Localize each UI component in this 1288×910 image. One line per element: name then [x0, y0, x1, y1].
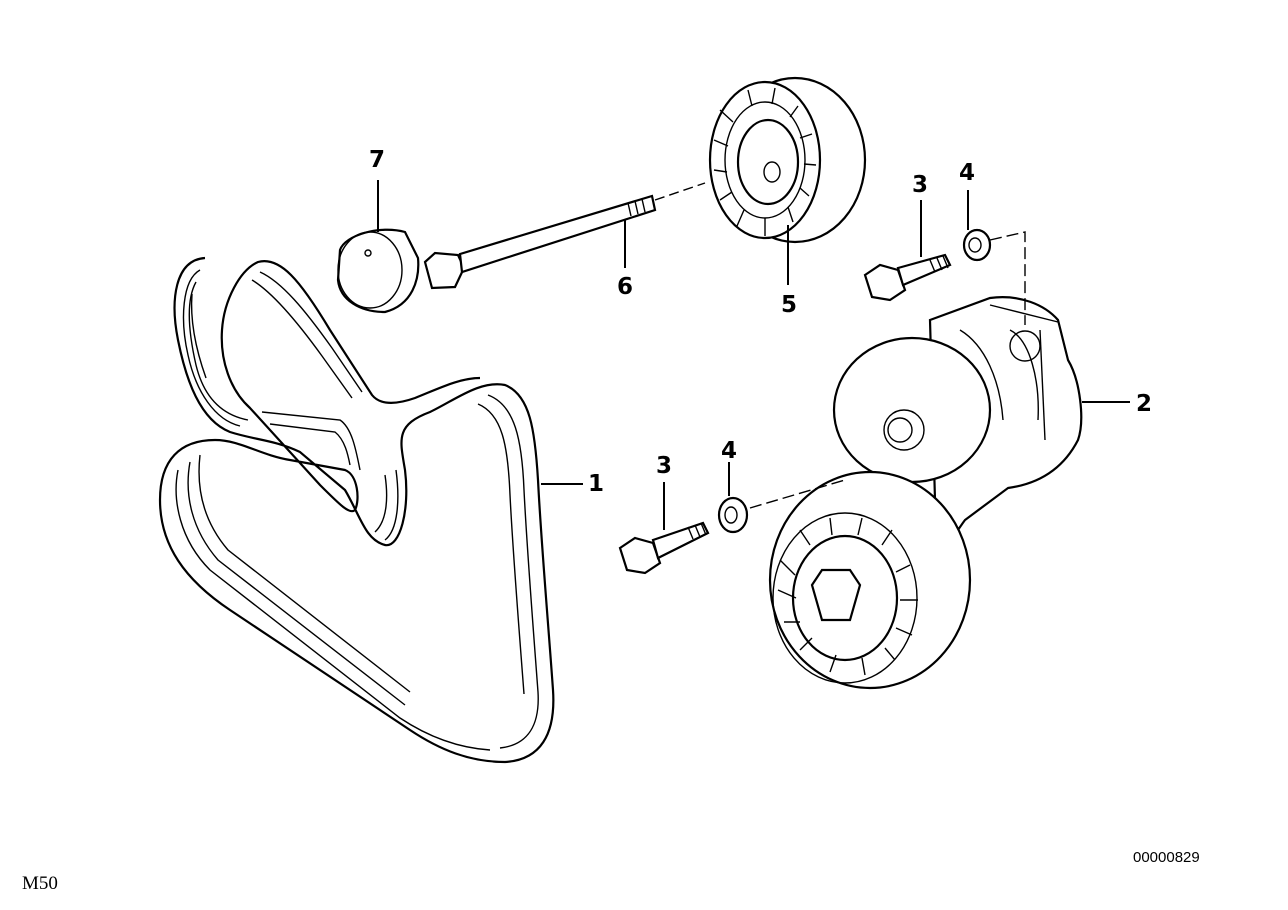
- callout-cap: 7: [369, 147, 385, 173]
- cap[interactable]: [336, 228, 420, 314]
- callout-tensioner: 2: [1136, 391, 1152, 417]
- idler-pulley[interactable]: [708, 76, 867, 244]
- assembly-line-upper: [989, 231, 1026, 325]
- callout-idler-pulley: 5: [781, 292, 797, 318]
- bolt-upper[interactable]: [863, 253, 952, 302]
- callout-bolt-lower: 3: [656, 453, 672, 479]
- callout-long-bolt: 6: [617, 274, 633, 300]
- drawing-reference-number: 00000829: [1133, 849, 1200, 866]
- belt-tensioner[interactable]: [832, 296, 1083, 541]
- callout-washer-upper: 4: [959, 160, 975, 186]
- callout-belt: 1: [588, 471, 604, 497]
- callout-washer-lower: 4: [721, 438, 737, 464]
- callout-bolt-upper: 3: [912, 172, 928, 198]
- tensioner-pulley[interactable]: [768, 470, 972, 690]
- engine-model-label: M50: [22, 873, 58, 894]
- washer-upper[interactable]: [962, 228, 992, 262]
- ribbed-belt[interactable]: [158, 256, 555, 764]
- washer-lower[interactable]: [717, 496, 749, 534]
- bolt-lower[interactable]: [618, 521, 710, 575]
- long-bolt[interactable]: [423, 182, 706, 290]
